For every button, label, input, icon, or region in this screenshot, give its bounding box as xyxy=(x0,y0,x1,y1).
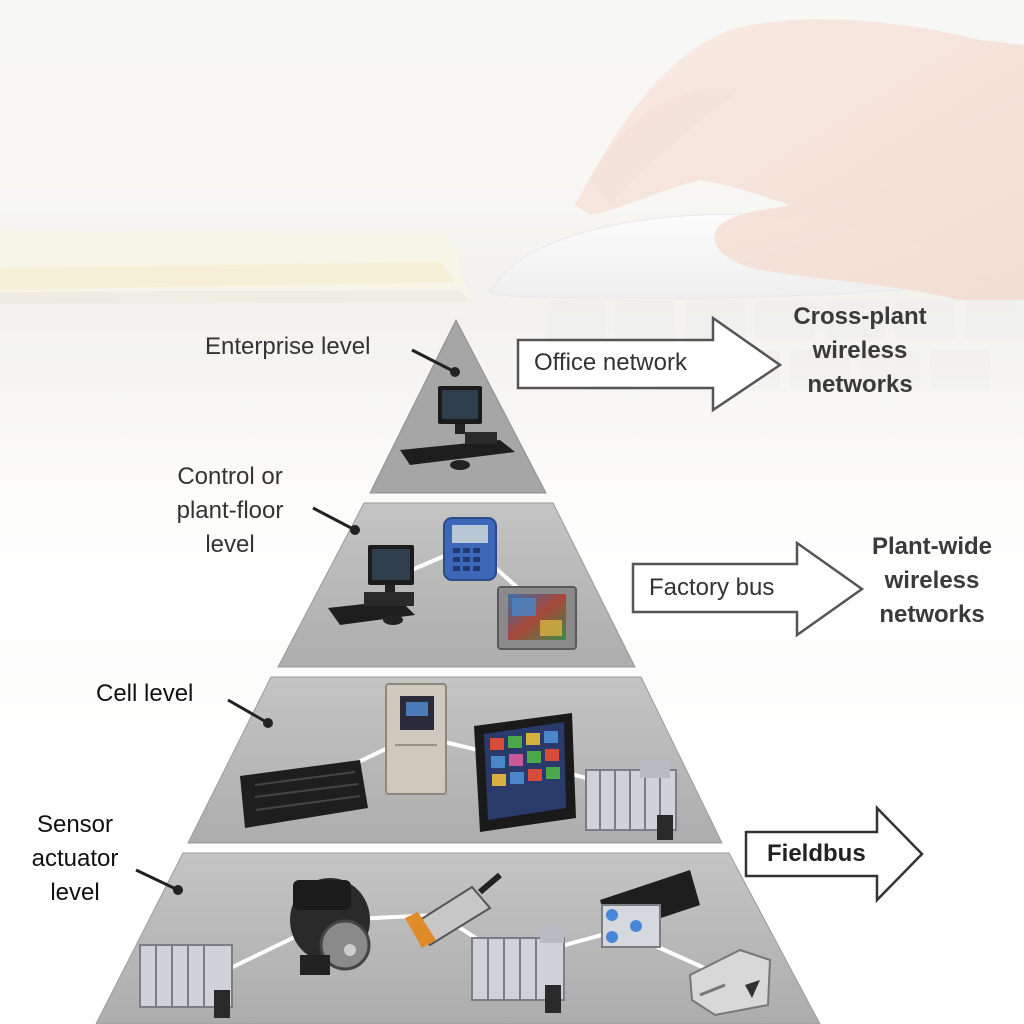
wireless-title-line: Cross-plant xyxy=(793,303,927,330)
handheld-controller-icon xyxy=(443,517,497,581)
sensor-level-line: level xyxy=(50,879,100,906)
plant-wide-wireless-networks: Plant-wide wireless networks xyxy=(852,530,1012,632)
valve-terminal-icon xyxy=(585,760,677,840)
enterprise-level-label: Enterprise level xyxy=(205,333,371,360)
factory-bus-label: Factory bus xyxy=(649,574,775,601)
wireless-title-line: Plant-wide xyxy=(871,533,992,560)
hmi-display-icon xyxy=(474,713,576,832)
touch-panel-icon xyxy=(497,586,577,650)
plc-module-icon xyxy=(240,760,368,828)
level-leaders xyxy=(135,348,456,892)
linear-actuator-icon xyxy=(688,948,772,1017)
factory-bus-arrow xyxy=(631,540,865,638)
wireless-title-line: wireless xyxy=(812,337,908,364)
control-level-label: Control or plant-floor level xyxy=(155,460,305,562)
fieldbus-label: Fieldbus xyxy=(767,840,866,867)
office-network-label: Office network xyxy=(534,349,687,376)
sensor-level-line: actuator xyxy=(31,845,119,872)
cross-plant-wireless-networks: Cross-plant wireless networks xyxy=(770,300,950,402)
fieldbus-arrow xyxy=(744,804,924,904)
frequency-drive-icon xyxy=(385,683,447,795)
control-level-line: level xyxy=(205,531,255,558)
sensor-level-line: Sensor xyxy=(36,811,114,838)
valve-terminal-icon xyxy=(139,944,233,1018)
desktop-computer-icon xyxy=(328,545,415,625)
control-level-line: plant-floor xyxy=(176,497,284,524)
wireless-title-line: networks xyxy=(879,601,985,628)
desktop-computer-icon xyxy=(400,386,515,470)
cell-level-label: Cell level xyxy=(96,680,194,707)
pneumatic-valve-icon xyxy=(600,870,700,948)
control-level-line: Control or xyxy=(177,463,283,490)
electric-motor-icon xyxy=(290,878,371,975)
valve-terminal-icon xyxy=(471,925,565,1013)
sensor-actuator-level-label: Sensor actuator level xyxy=(15,808,135,910)
office-network-arrow xyxy=(516,315,783,413)
proximity-sensor-icon xyxy=(405,872,502,948)
wireless-title-line: wireless xyxy=(884,567,980,594)
wireless-title-line: networks xyxy=(807,371,913,398)
